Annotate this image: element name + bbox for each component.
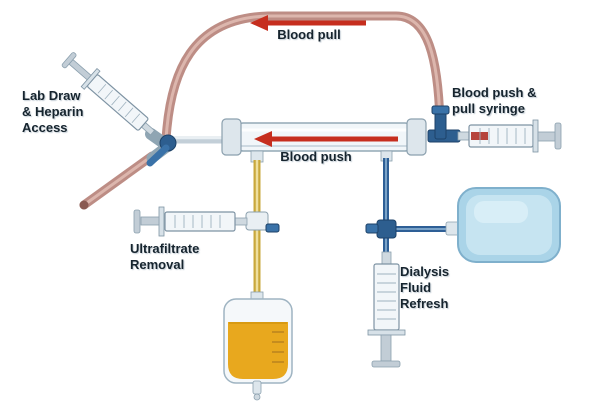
stopcock-vertical xyxy=(434,112,447,140)
dialysis-fluid-bag xyxy=(445,187,561,263)
blood-pull-arrow xyxy=(250,15,366,31)
syringe-thumb-rest xyxy=(371,360,401,368)
syringe-flange xyxy=(532,119,539,153)
syringe-barrel xyxy=(87,74,149,131)
left-access-tubing xyxy=(79,151,157,210)
ultrafiltrate-syringe xyxy=(133,206,248,237)
left-access-tubing-highlight xyxy=(82,154,154,207)
tubing-open-end xyxy=(79,200,89,210)
bag-bottom-cap xyxy=(253,393,261,401)
label-ultrafiltrate-line1: Ultrafiltrate xyxy=(130,241,200,256)
syringe-plunger-rod xyxy=(68,59,92,81)
refresh-stopcock xyxy=(365,219,397,239)
syringe-plunger-rod xyxy=(140,216,160,226)
lab-draw-syringe xyxy=(61,52,156,136)
syringe-blood-content xyxy=(471,132,488,140)
syringe-thumb-rest xyxy=(554,122,562,150)
label-blood-pull: Blood pull xyxy=(245,27,373,43)
syringe-tip xyxy=(381,251,392,266)
bag-fluid xyxy=(228,322,288,379)
ultrafiltrate-stopcock xyxy=(245,211,280,233)
stopcock-handle xyxy=(365,223,379,234)
syringe-flange xyxy=(367,329,406,336)
bag-graduations xyxy=(272,331,284,363)
label-push-pull-syringe: Blood push & pull syringe xyxy=(452,85,537,117)
push-pull-syringe xyxy=(457,119,562,153)
label-push-pull-line1: Blood push & xyxy=(452,85,537,100)
syringe-barrel xyxy=(164,211,236,232)
syringe-plunger-rod xyxy=(537,131,557,142)
dialysis-fluid-lines xyxy=(380,150,452,254)
label-dialysis-line1: Dialysis xyxy=(400,264,450,279)
label-blood-pull-text: Blood pull xyxy=(277,27,341,42)
syringe-tip xyxy=(233,217,248,226)
label-blood-push-text: Blood push xyxy=(280,149,352,164)
syringe-tip xyxy=(457,131,471,141)
stopcock-handle xyxy=(265,223,280,233)
syringe-thumb-rest xyxy=(133,209,141,234)
label-lab-access: Lab Draw & Heparin Access xyxy=(22,88,83,136)
chamber-end-cap-right xyxy=(406,118,427,156)
bag-bottom-port xyxy=(252,380,262,395)
syringe-graduations xyxy=(174,215,221,228)
label-ultrafiltrate: Ultrafiltrate Removal xyxy=(130,241,199,273)
label-dialysis-line3: Refresh xyxy=(400,296,449,311)
syringe-graduations xyxy=(479,128,526,144)
syringe-graduations xyxy=(377,273,396,320)
label-push-pull-line2: pull syringe xyxy=(452,101,525,116)
label-blood-push: Blood push xyxy=(253,149,379,165)
blood-push-arrowhead xyxy=(254,131,272,147)
chamber-end-cap-left xyxy=(221,118,242,156)
bag-highlight xyxy=(474,201,528,223)
blood-push-arrow xyxy=(254,131,398,147)
y-stopcock-handle xyxy=(146,144,170,167)
blood-pull-arrowhead xyxy=(250,15,268,31)
dialysis-refresh-syringe xyxy=(367,251,406,368)
left-y-connector xyxy=(145,128,177,167)
label-dialysis-line2: Fluid xyxy=(400,280,432,295)
stopcock-body xyxy=(376,219,397,239)
syringe-graduations xyxy=(97,83,141,124)
label-ultrafiltrate-line2: Removal xyxy=(130,257,185,272)
y-to-chamber-link xyxy=(172,136,228,144)
stopcock-handle xyxy=(431,105,450,115)
syringe-flange xyxy=(158,206,165,237)
label-lab-access-line2: & Heparin xyxy=(22,104,84,119)
label-lab-access-line1: Lab Draw xyxy=(22,88,81,103)
syringe-plunger-rod xyxy=(380,334,392,362)
label-dialysis-refresh: Dialysis Fluid Refresh xyxy=(400,264,449,312)
stopcock-body xyxy=(245,211,269,231)
ultrafiltrate-bag xyxy=(223,291,293,401)
label-lab-access-line3: Access xyxy=(22,120,68,135)
syringe-thumb-rest xyxy=(61,52,77,69)
